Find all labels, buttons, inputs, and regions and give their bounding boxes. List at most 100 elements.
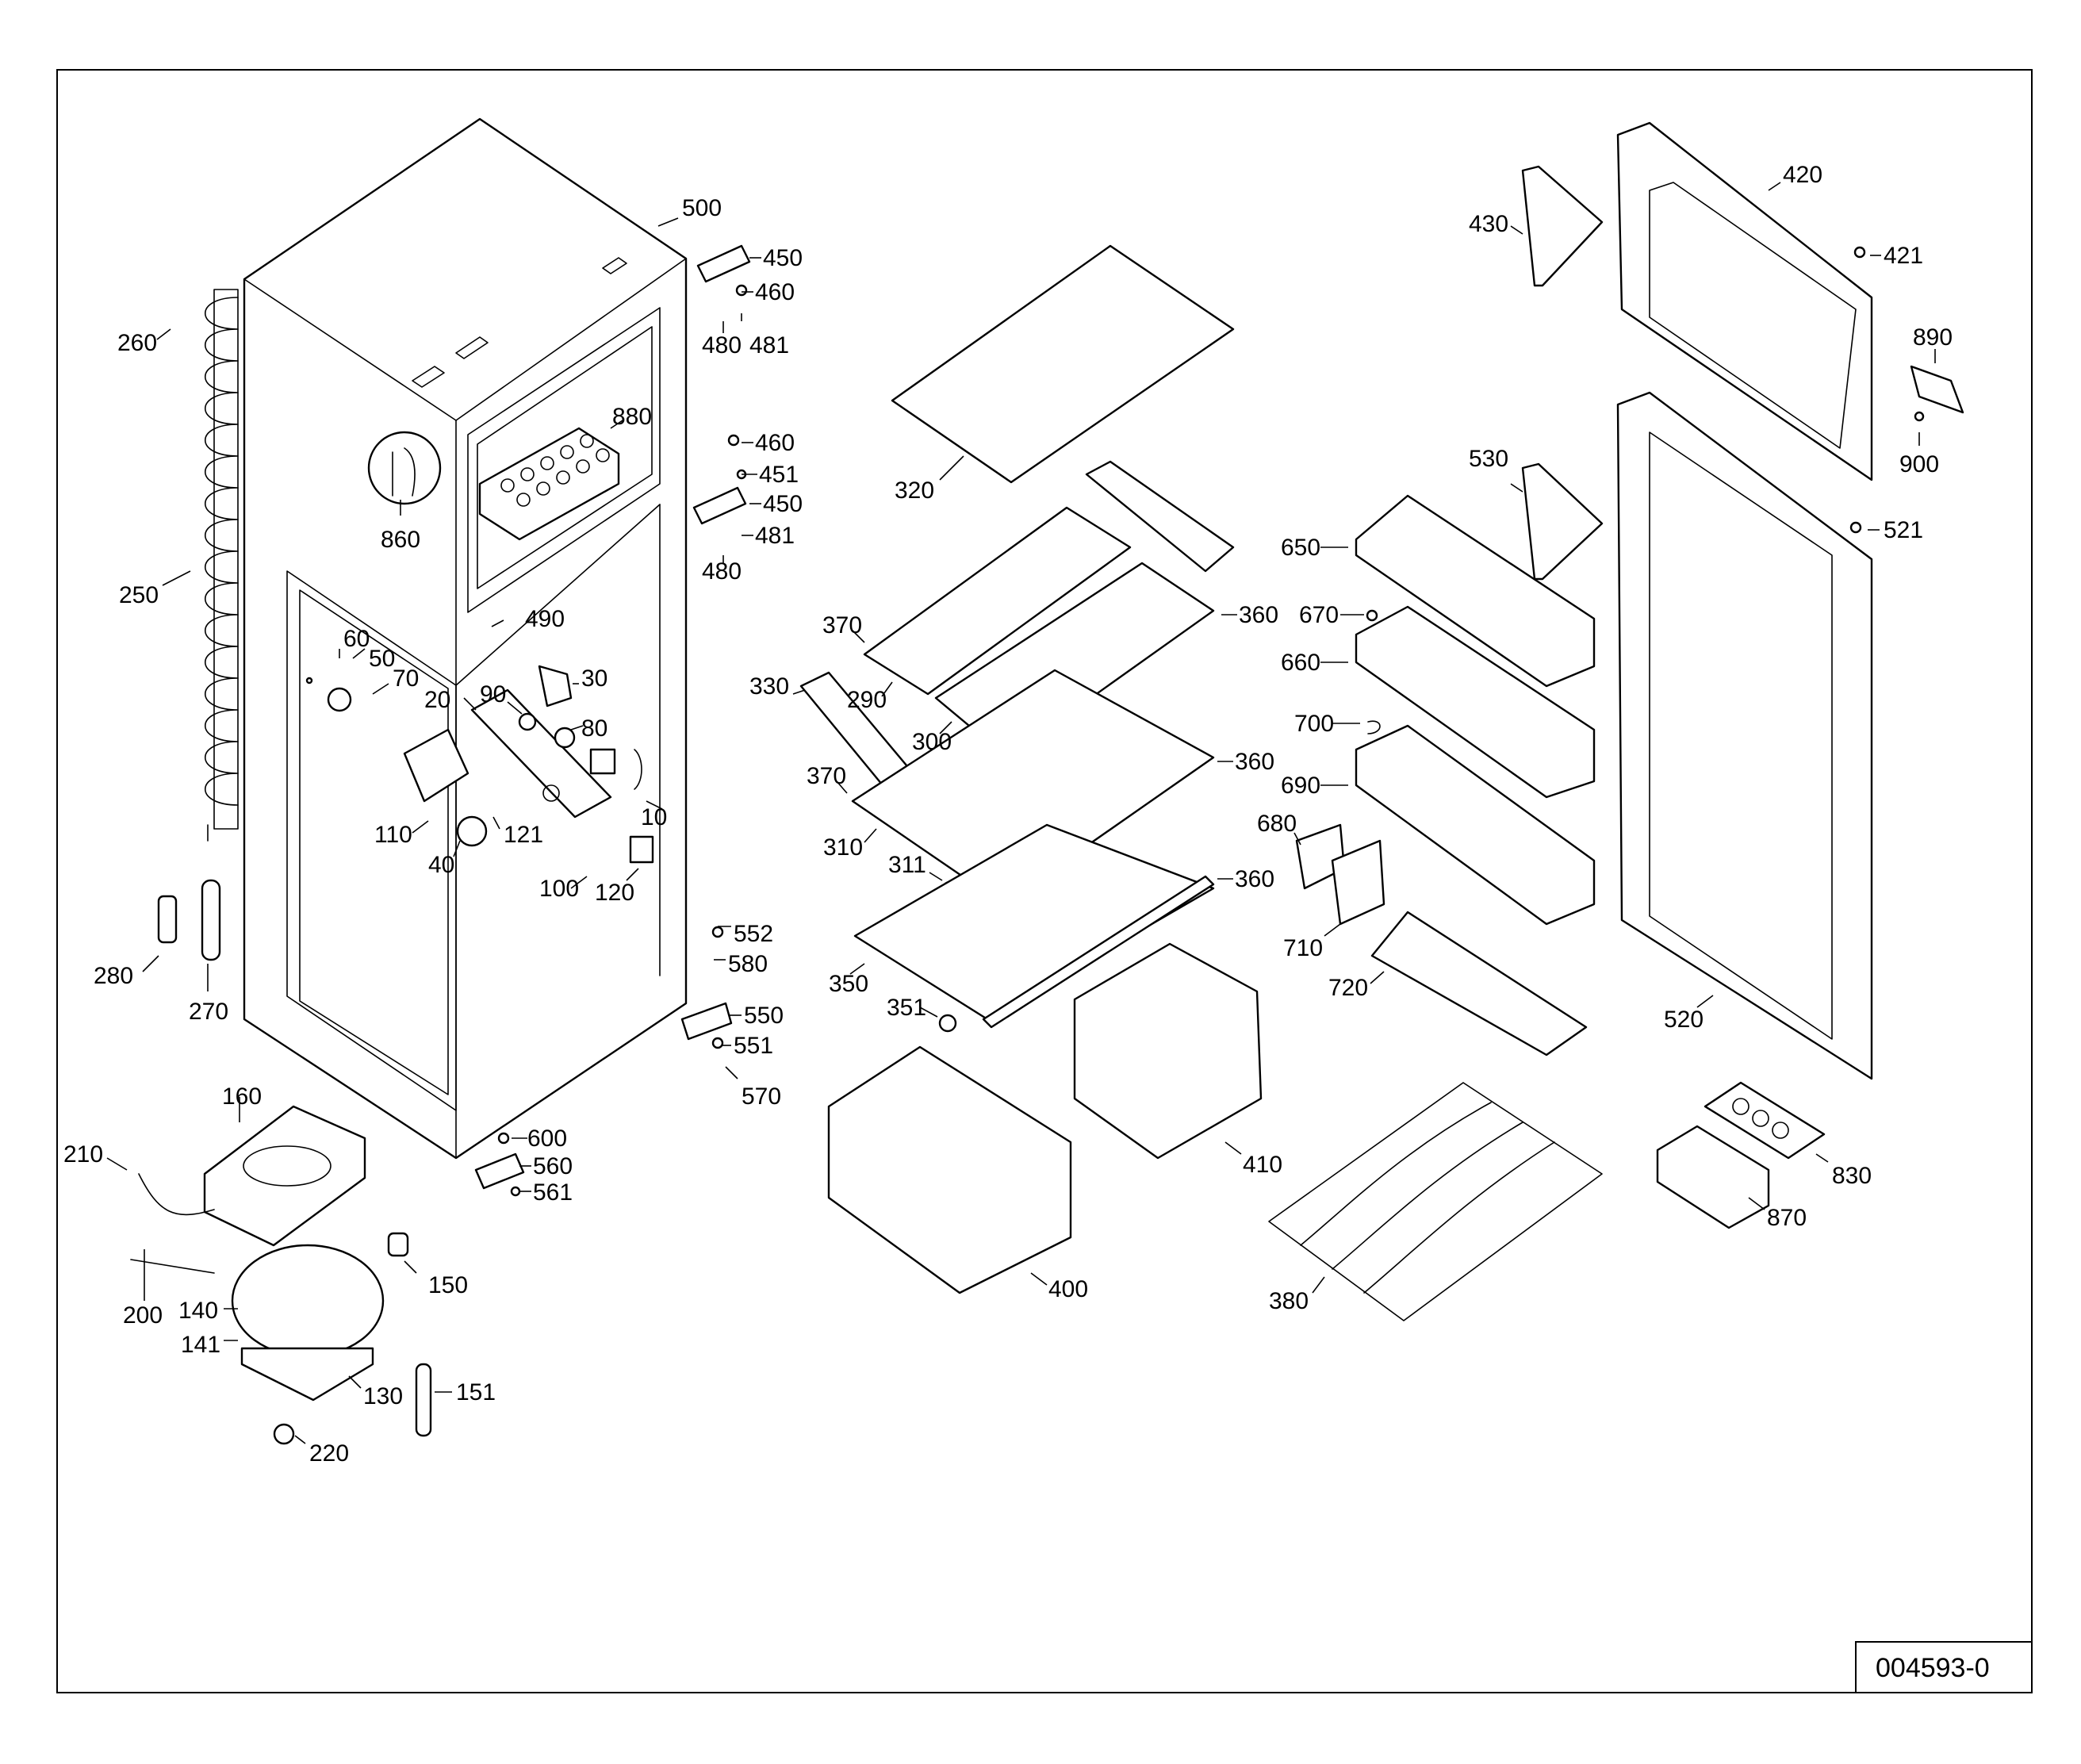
label-600: 600	[527, 1126, 567, 1152]
label-311: 311	[888, 852, 926, 878]
label-481-low: 481	[755, 523, 795, 549]
drawing-number: 004593-0	[1876, 1653, 1990, 1683]
label-310: 310	[823, 834, 863, 861]
label-380: 380	[1269, 1288, 1309, 1314]
label-351: 351	[887, 995, 926, 1021]
label-580: 580	[728, 951, 768, 977]
egg-tray	[1704, 1081, 1826, 1160]
label-650: 650	[1281, 535, 1320, 561]
label-121: 121	[504, 822, 543, 848]
label-200: 200	[123, 1302, 163, 1329]
label-830: 830	[1832, 1163, 1872, 1189]
label-551: 551	[734, 1033, 773, 1059]
label-450-top: 450	[763, 245, 803, 271]
label-280: 280	[94, 963, 133, 989]
thermostat-assembly	[305, 665, 654, 864]
label-421: 421	[1884, 243, 1923, 269]
label-481-top: 481	[749, 332, 789, 359]
label-870: 870	[1767, 1205, 1807, 1231]
label-260: 260	[117, 330, 157, 356]
label-561: 561	[533, 1179, 573, 1206]
label-270: 270	[189, 999, 228, 1025]
label-70: 70	[393, 665, 419, 692]
label-360-low: 360	[1235, 866, 1274, 892]
label-330: 330	[749, 673, 789, 700]
label-900: 900	[1899, 451, 1939, 477]
label-350: 350	[829, 971, 868, 997]
label-552: 552	[734, 921, 773, 947]
label-151: 151	[456, 1379, 496, 1405]
label-320: 320	[895, 477, 934, 504]
label-30: 30	[581, 665, 607, 692]
leader-lines	[106, 182, 1936, 1444]
label-521: 521	[1884, 517, 1923, 543]
label-50: 50	[369, 646, 395, 672]
label-430: 430	[1469, 211, 1508, 237]
label-560: 560	[533, 1153, 573, 1179]
drawing-border	[56, 69, 2033, 1693]
label-710: 710	[1283, 935, 1323, 961]
label-300: 300	[912, 729, 952, 755]
label-400: 400	[1048, 1276, 1088, 1302]
dryer-filter	[201, 879, 221, 961]
label-90: 90	[480, 681, 506, 708]
label-480-top: 480	[702, 332, 742, 359]
compressor-group	[130, 1105, 432, 1445]
label-520: 520	[1664, 1007, 1704, 1033]
label-140: 140	[178, 1298, 218, 1324]
drawing-number-box	[1855, 1641, 2033, 1693]
label-40: 40	[428, 852, 454, 878]
fridge-cabinet	[243, 117, 688, 1160]
crisper-drawers	[827, 942, 1263, 1294]
label-570: 570	[742, 1083, 781, 1110]
label-120: 120	[595, 880, 634, 906]
filter-clip	[157, 895, 178, 944]
label-700: 700	[1294, 711, 1334, 737]
lamp-cover	[367, 431, 442, 505]
label-880: 880	[612, 404, 652, 430]
label-160: 160	[222, 1083, 262, 1110]
label-210: 210	[63, 1141, 103, 1168]
ice-cube-tray	[478, 427, 620, 541]
label-450-low: 450	[763, 491, 803, 517]
label-10: 10	[641, 804, 667, 830]
label-720: 720	[1328, 975, 1368, 1001]
label-550: 550	[744, 1003, 784, 1029]
part-labels: 10 20 30 40 50 60 70 80 90 100 110 120 1…	[63, 162, 1953, 1467]
label-890: 890	[1913, 324, 1953, 351]
label-690: 690	[1281, 773, 1320, 799]
label-290: 290	[847, 687, 887, 713]
label-370-low: 370	[807, 763, 846, 789]
label-420: 420	[1783, 162, 1822, 188]
label-460-top: 460	[755, 279, 795, 305]
label-410: 410	[1243, 1152, 1282, 1178]
label-100: 100	[539, 876, 579, 902]
label-860: 860	[381, 527, 420, 553]
glass-shelves	[799, 244, 1235, 1033]
label-360-mid: 360	[1235, 749, 1274, 775]
label-680: 680	[1257, 811, 1297, 837]
condenser-coil	[205, 289, 239, 842]
label-110: 110	[374, 822, 412, 848]
label-220: 220	[309, 1440, 349, 1467]
label-500: 500	[682, 195, 722, 221]
label-660: 660	[1281, 650, 1320, 676]
door-shelves	[1295, 494, 1596, 1056]
label-451: 451	[759, 462, 799, 488]
hinges	[474, 244, 751, 1197]
label-460-low: 460	[755, 430, 795, 456]
label-80: 80	[581, 715, 607, 742]
label-530: 530	[1469, 446, 1508, 472]
wine-rack	[1268, 1082, 1603, 1321]
label-130: 130	[363, 1383, 403, 1409]
label-150: 150	[428, 1272, 468, 1298]
label-490: 490	[525, 606, 565, 632]
label-250: 250	[119, 582, 159, 608]
label-480-low: 480	[702, 558, 742, 585]
label-20: 20	[424, 687, 450, 713]
label-670: 670	[1299, 602, 1339, 628]
label-60: 60	[343, 626, 370, 652]
label-360-top: 360	[1239, 602, 1278, 628]
doors	[1521, 121, 1964, 1080]
